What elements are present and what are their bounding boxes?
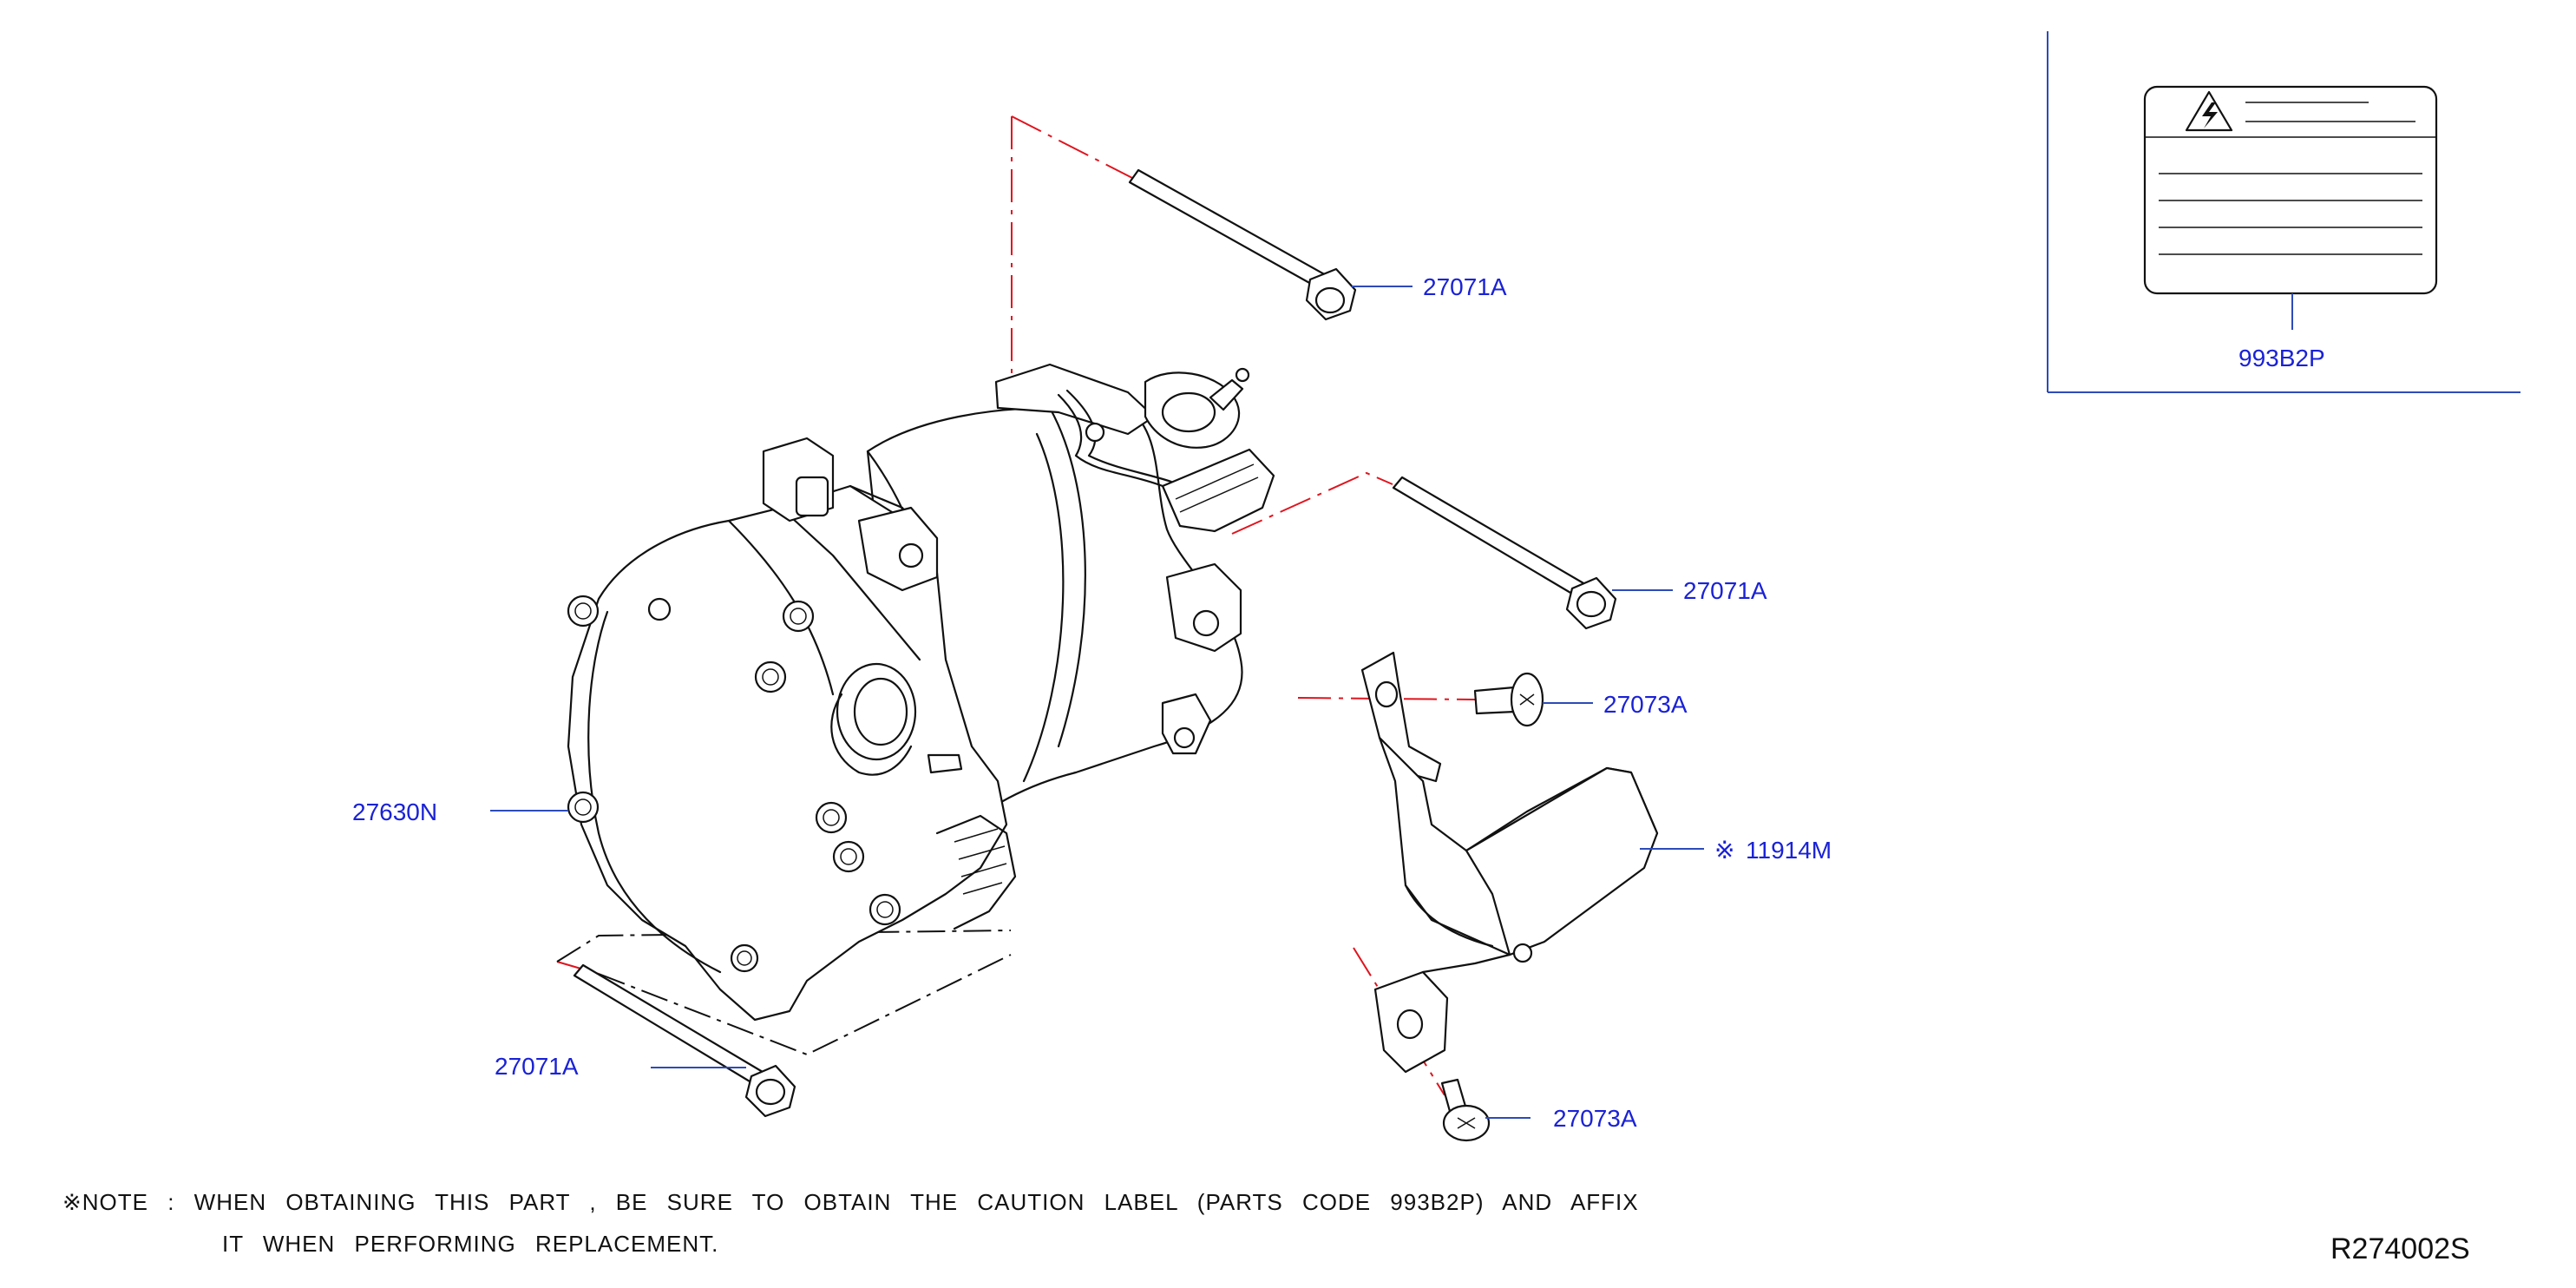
label-screw-upper[interactable]: 27073A [1603,691,1688,718]
bracket[interactable] [1360,651,1659,1074]
screw-lower[interactable] [1440,1078,1491,1142]
part-labels: 27071A 27071A 27073A ※ 11914M 27630N 270… [352,273,2325,1132]
note-line-2: IT WHEN PERFORMING REPLACEMENT. [222,1231,719,1257]
label-bracket-mark: ※ [1714,837,1734,864]
leader-lines [490,286,1704,1119]
screw-upper[interactable] [1473,672,1544,727]
label-compressor[interactable]: 27630N [352,798,437,825]
label-bolt-upper[interactable]: 27071A [1423,273,1507,300]
note-line-1: ※NOTE : WHEN OBTAINING THIS PART , BE SU… [62,1189,1639,1215]
label-bolt-middle[interactable]: 27071A [1683,577,1767,604]
bolt-middle[interactable] [1392,476,1617,630]
diagram-code: R274002S [2330,1232,2470,1265]
label-bracket[interactable]: 11914M [1746,837,1832,864]
caution-label-inset [2047,31,2520,393]
high-voltage-warning-icon [2185,90,2233,132]
bolt-lower[interactable] [573,963,796,1118]
electric-compressor[interactable] [567,363,1275,1022]
label-screw-lower[interactable]: 27073A [1553,1105,1637,1132]
housing-bolt-bosses [567,595,901,973]
label-bolt-lower[interactable]: 27071A [495,1053,579,1080]
label-caution-label[interactable]: 993B2P [2238,345,2325,371]
caution-label-graphic[interactable] [2143,85,2438,295]
bolt-upper[interactable] [1128,168,1357,321]
